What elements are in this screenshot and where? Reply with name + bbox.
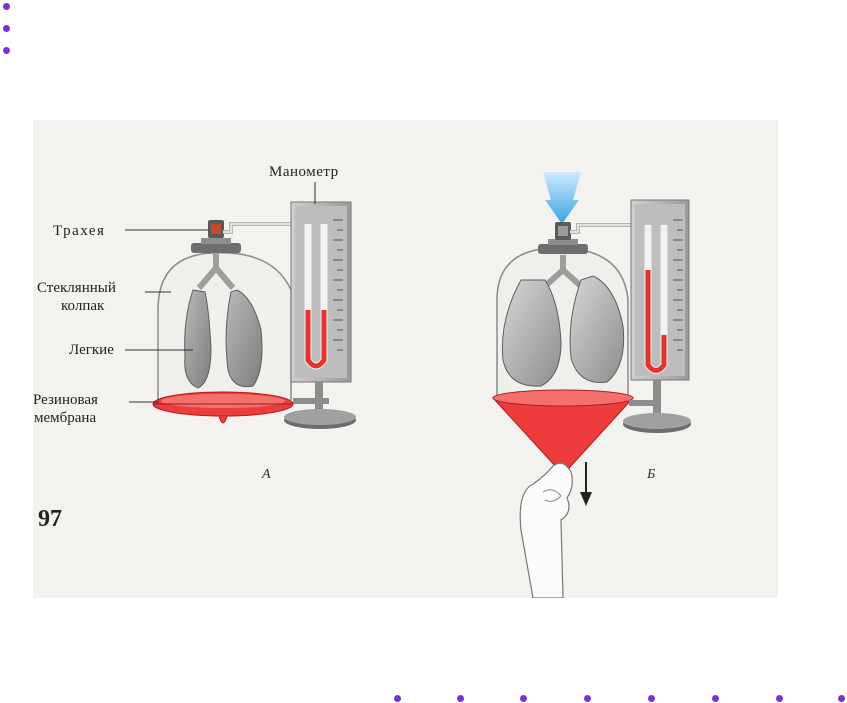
bullet-dot-b4 bbox=[584, 695, 591, 702]
bullet-dot-1 bbox=[3, 3, 10, 10]
label-manometer: Манометр bbox=[269, 164, 339, 180]
lid-a bbox=[191, 243, 241, 253]
label-lungs: Легкие bbox=[69, 342, 114, 358]
lung-left-a bbox=[184, 289, 212, 389]
caption-b: Б bbox=[647, 467, 656, 482]
hand-b bbox=[519, 462, 573, 598]
lung-left-b bbox=[501, 279, 562, 387]
bullet-dot-b6 bbox=[712, 695, 719, 702]
figure-number: 97 bbox=[38, 506, 62, 532]
bullet-dot-3 bbox=[3, 47, 10, 54]
bullet-dot-2 bbox=[3, 25, 10, 32]
lung-model-illustration bbox=[33, 120, 778, 598]
label-glass-bell-line2: колпак bbox=[61, 298, 105, 314]
lung-model-figure: Трахея Стеклянный колпак Легкие Резинова… bbox=[33, 120, 778, 598]
bullet-dot-b2 bbox=[457, 695, 464, 702]
bullet-dot-b8 bbox=[838, 695, 845, 702]
apparatus-a bbox=[152, 201, 356, 429]
bullet-dot-b7 bbox=[776, 695, 783, 702]
label-membrane-line2: мембрана bbox=[34, 410, 97, 426]
bullet-dot-b5 bbox=[648, 695, 655, 702]
apparatus-b bbox=[491, 172, 691, 598]
bullet-dot-b3 bbox=[520, 695, 527, 702]
lung-right-b bbox=[569, 275, 625, 383]
label-glass-bell-line1: Стеклянный bbox=[37, 280, 116, 296]
label-membrane-line1: Резиновая bbox=[33, 392, 98, 408]
air-in-arrow bbox=[543, 172, 581, 224]
lung-right-a bbox=[225, 289, 263, 388]
label-trachea: Трахея bbox=[53, 223, 106, 239]
caption-a: А bbox=[262, 467, 271, 482]
lid-b bbox=[538, 244, 588, 254]
bullet-dot-b1 bbox=[394, 695, 401, 702]
